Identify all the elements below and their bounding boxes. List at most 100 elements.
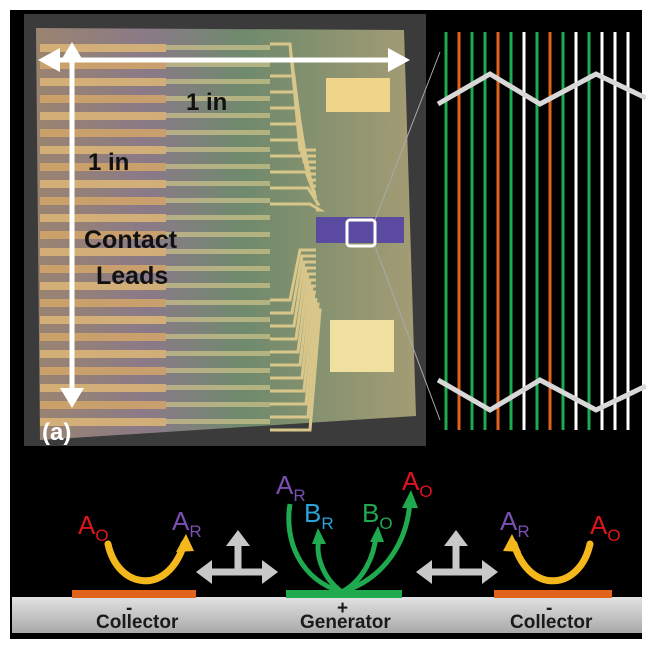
zoom-connector-bottom bbox=[374, 245, 441, 421]
contact-lead-trace bbox=[166, 334, 270, 339]
arrowhead-top bbox=[60, 42, 84, 62]
arrowhead-left bbox=[38, 48, 60, 72]
chip-photo: 1 in 1 in Contact Leads (a) bbox=[24, 14, 426, 446]
left-electrode-sign: - bbox=[126, 598, 132, 619]
fan-lead-bottom bbox=[270, 272, 316, 354]
diffusion-arrow-right bbox=[416, 530, 498, 584]
contact-lead-trace bbox=[166, 368, 270, 373]
contact-lead-trace bbox=[166, 351, 270, 356]
left-electrode-label: Collector bbox=[96, 612, 179, 633]
contact-lead-stripe bbox=[40, 197, 166, 205]
fan-out-leads bbox=[270, 42, 326, 432]
contact-lead-stripe bbox=[40, 180, 166, 188]
contact-lead-stripe bbox=[40, 401, 166, 409]
contact-leads-label-line2: Leads bbox=[96, 262, 168, 290]
fan-lead-bottom bbox=[270, 297, 318, 406]
species-right-ar: AR bbox=[500, 506, 530, 541]
fan-lead-bottom bbox=[270, 290, 316, 393]
fan-lead-bottom bbox=[270, 308, 322, 432]
center-electrode bbox=[286, 590, 402, 598]
species-right-ao: AO bbox=[590, 510, 621, 545]
contact-lead-stripe bbox=[40, 418, 166, 426]
substrate-bar bbox=[12, 597, 642, 633]
contact-lead-stripe bbox=[40, 95, 166, 103]
contact-lead-stripe bbox=[40, 265, 166, 273]
contact-lead-trace bbox=[166, 385, 270, 390]
zigzag-bottom bbox=[436, 377, 646, 413]
generator-arrowhead-br bbox=[312, 528, 326, 544]
left-curve-arrowhead bbox=[176, 534, 194, 552]
contact-lead-stripe bbox=[40, 282, 166, 290]
contact-lead-stripe bbox=[40, 248, 166, 256]
right-electrode-label: Collector bbox=[510, 612, 593, 633]
center-electrode-label: Generator bbox=[300, 612, 391, 633]
species-center-br: BR bbox=[304, 498, 334, 533]
zoomed-electrode-array bbox=[436, 32, 646, 430]
schematic: AO AR AR BR BO AO AR AO - + - Collector … bbox=[12, 466, 642, 633]
fan-lead-top bbox=[270, 186, 321, 206]
contact-lead-stripe bbox=[40, 231, 166, 239]
arrowhead-bottom bbox=[60, 388, 84, 408]
contact-lead-stripes bbox=[40, 44, 270, 426]
right-curve-arrowhead bbox=[503, 534, 521, 552]
fan-lead-bottom bbox=[270, 302, 320, 419]
contact-pad-top bbox=[326, 78, 390, 112]
species-left-ao: AO bbox=[78, 510, 109, 545]
contact-lead-trace bbox=[166, 283, 270, 288]
contact-lead-stripe bbox=[40, 214, 166, 222]
fan-lead-bottom bbox=[270, 248, 316, 302]
fan-lead-bottom bbox=[270, 260, 316, 328]
right-electrode-sign: - bbox=[546, 598, 552, 619]
contact-lead-trace bbox=[166, 62, 270, 67]
fan-lead-top bbox=[270, 202, 326, 212]
panel-label: (a) bbox=[42, 419, 71, 446]
fan-lead-bottom bbox=[270, 278, 316, 367]
fan-lead-top bbox=[270, 170, 318, 199]
contact-lead-stripe bbox=[40, 350, 166, 358]
contact-lead-stripe bbox=[40, 333, 166, 341]
contact-lead-trace bbox=[166, 402, 270, 407]
contact-pad-bottom bbox=[330, 320, 394, 372]
right-electrode bbox=[494, 590, 612, 598]
diffusion-arrow-left bbox=[196, 530, 278, 584]
dimension-label-horizontal: 1 in bbox=[186, 89, 227, 116]
species-left-ar: AR bbox=[172, 506, 202, 541]
generator-arrowhead-bo bbox=[370, 526, 384, 542]
center-electrode-sign: + bbox=[337, 598, 348, 619]
contact-lead-trace bbox=[166, 419, 270, 424]
contact-leads-label-line1: Contact bbox=[84, 226, 178, 254]
contact-lead-stripe bbox=[40, 61, 166, 69]
contact-lead-trace bbox=[166, 147, 270, 152]
left-electrode bbox=[72, 590, 196, 598]
right-redox-curve bbox=[510, 540, 594, 585]
fan-lead-bottom bbox=[270, 254, 316, 315]
zoom-connector-top bbox=[374, 51, 441, 221]
contact-lead-trace bbox=[166, 113, 270, 118]
contact-lead-trace bbox=[166, 45, 270, 50]
contact-lead-stripe bbox=[40, 112, 166, 120]
zigzag-top bbox=[436, 71, 646, 107]
contact-lead-stripe bbox=[40, 316, 166, 324]
contact-lead-stripe bbox=[40, 367, 166, 375]
fan-lead-bottom bbox=[270, 284, 316, 380]
generator-curve-ar bbox=[286, 503, 343, 595]
contact-lead-trace bbox=[166, 232, 270, 237]
contact-lead-trace bbox=[166, 181, 270, 186]
left-redox-curve bbox=[104, 540, 188, 585]
contact-lead-trace bbox=[166, 164, 270, 169]
contact-lead-stripe bbox=[40, 129, 166, 137]
contact-lead-stripe bbox=[40, 78, 166, 86]
contact-lead-trace bbox=[166, 300, 270, 305]
contact-lead-trace bbox=[166, 96, 270, 101]
contact-lead-stripe bbox=[40, 299, 166, 307]
generator-arrowhead-ao bbox=[402, 490, 418, 508]
contact-lead-trace bbox=[166, 198, 270, 203]
contact-lead-trace bbox=[166, 79, 270, 84]
species-center-bo: BO bbox=[362, 498, 393, 533]
contact-lead-stripe bbox=[40, 44, 166, 52]
zoom-box bbox=[345, 218, 377, 248]
contact-lead-trace bbox=[166, 215, 270, 220]
contact-lead-trace bbox=[166, 130, 270, 135]
contact-lead-trace bbox=[166, 266, 270, 271]
